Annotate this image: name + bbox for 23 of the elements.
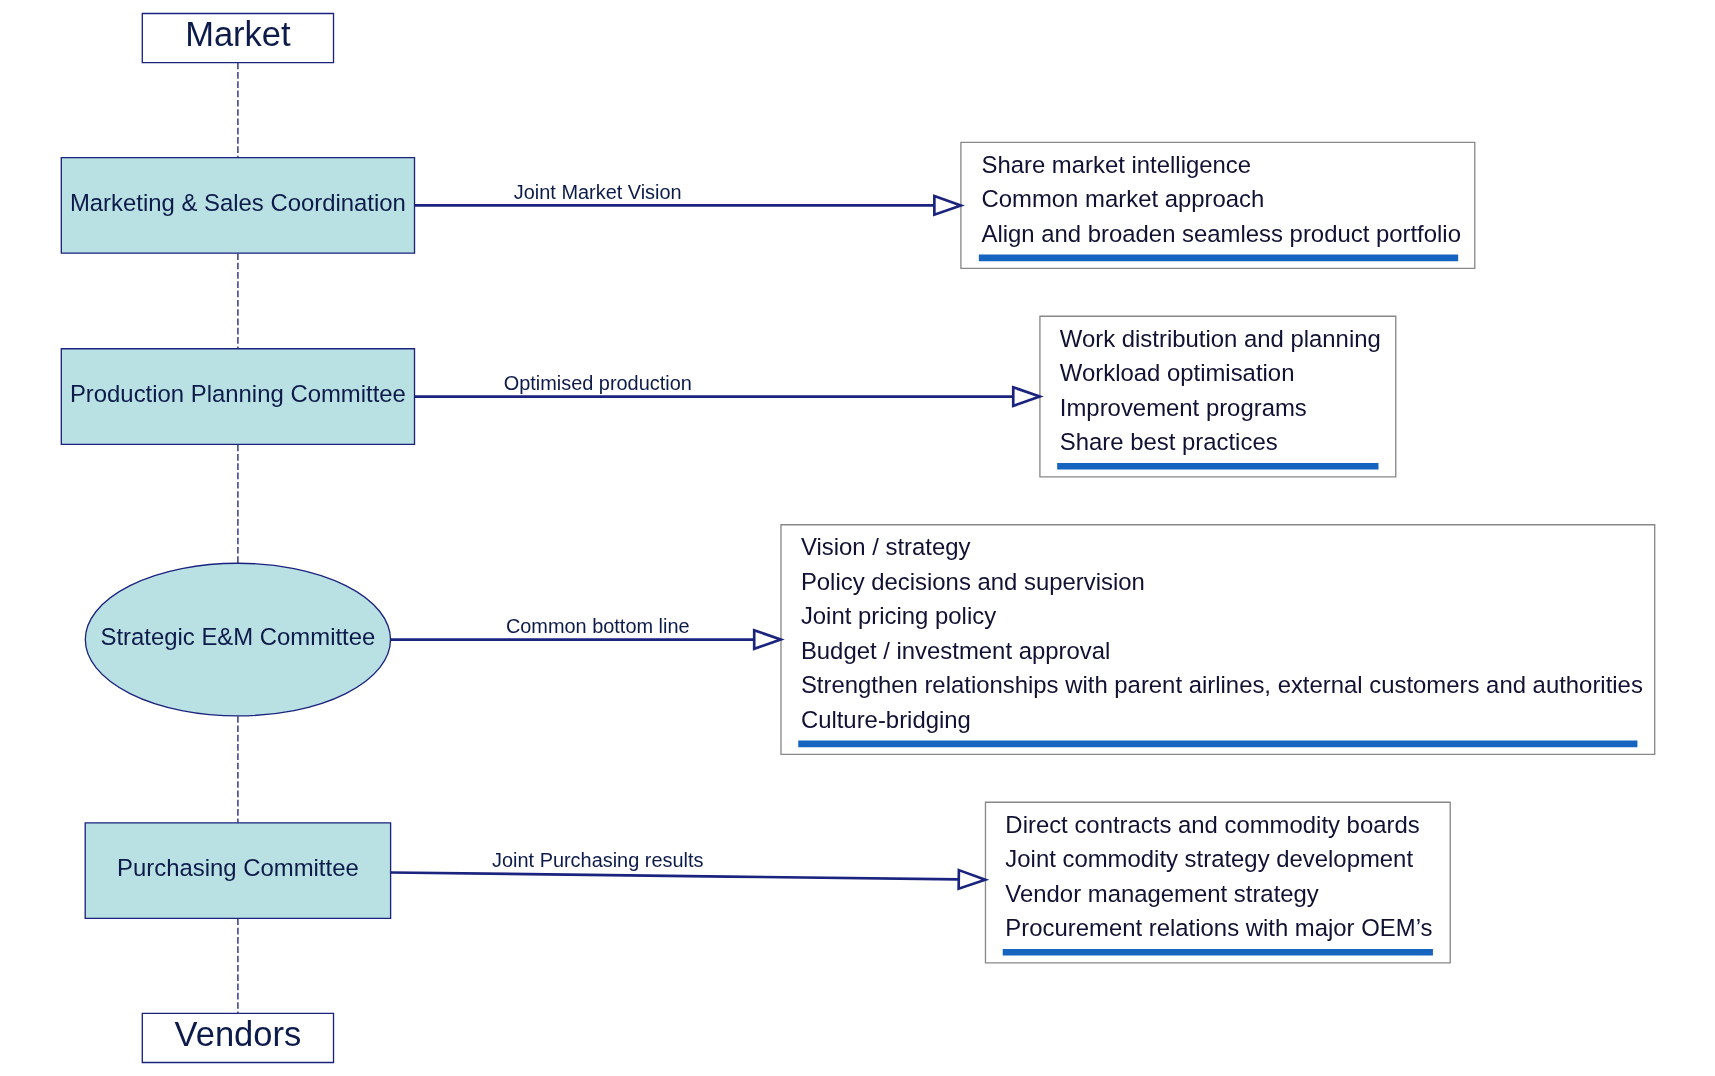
node-box: Market — [141, 12, 334, 64]
connector — [236, 444, 239, 564]
arrow — [390, 628, 785, 651]
node-box: Work distribution and planning Workload optimisation Improvement programs Share best practices — [1038, 315, 1396, 478]
connector — [236, 715, 239, 824]
edge-label: Optimised production — [503, 371, 692, 394]
node-box: Purchasing Committee — [84, 822, 391, 920]
node-box: Vendors — [141, 1012, 334, 1064]
connector — [236, 917, 239, 1014]
arrow — [414, 194, 965, 217]
connector — [236, 62, 239, 158]
arrow — [414, 385, 1044, 408]
arrow — [390, 868, 989, 891]
edge-label: Common bottom line — [505, 614, 690, 637]
node-box: Marketing & Sales Coordination — [60, 156, 415, 254]
node-box: Vision / strategy Policy decisions and supervision Joint pricing policy Budget / investment approval Strengthen relationships with parent airlines, external customers and authorities Culture-bridging — [779, 524, 1655, 756]
node-ellipse: Strategic E&M Committee — [84, 562, 391, 717]
node-box: Production Planning Committee — [60, 348, 415, 446]
node-box: Share market intelligence Common market approach Align and broaden seamless product portfolio — [959, 141, 1475, 270]
edge-label: Joint Market Vision — [513, 180, 682, 203]
connector — [236, 252, 239, 350]
edge-label: Joint Purchasing results — [491, 848, 703, 871]
node-box: Direct contracts and commodity boards Joint commodity strategy development Vendor management strategy Procurement relations with major OEM’s — [984, 801, 1451, 964]
